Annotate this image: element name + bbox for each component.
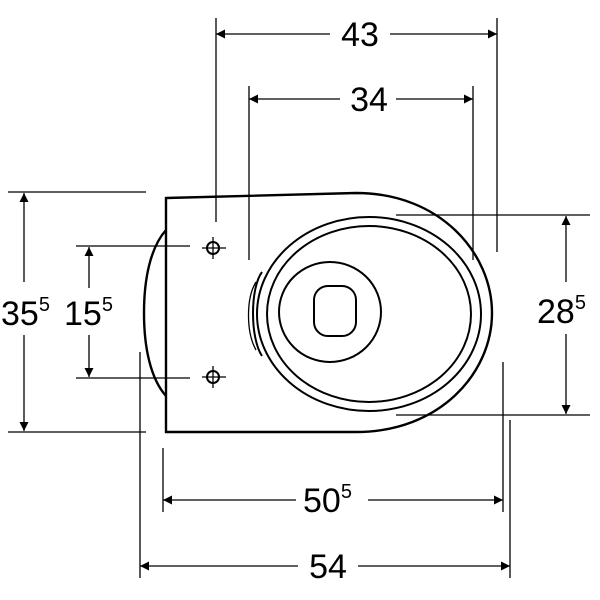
dim-label-seat-width: 34	[350, 81, 388, 119]
seat-outline	[256, 216, 482, 412]
dim-label-total-depth: 355	[1, 294, 50, 333]
dim-label-total-length: 54	[309, 548, 347, 586]
bowl-basin	[278, 261, 382, 363]
dim-bowl-depth: 285	[537, 216, 586, 414]
toilet-outer-outline	[164, 191, 494, 434]
dim-label-inner-length: 505	[303, 481, 352, 520]
fixing-hole-top	[202, 237, 226, 259]
seat-hinge-inner	[247, 281, 257, 351]
dim-seat-width: 34	[249, 81, 473, 119]
toilet-top-view	[142, 191, 494, 434]
dim-label-fixing-spacing: 155	[64, 294, 113, 333]
dim-total-depth: 355	[1, 193, 50, 431]
fixing-hole-bottom	[202, 366, 226, 388]
dim-inner-length: 505	[163, 481, 503, 520]
dim-label-top-width: 43	[341, 16, 379, 54]
dim-fixing-spacing: 155	[64, 247, 113, 377]
bowl-rim	[266, 225, 472, 403]
toilet-back-plate	[142, 229, 167, 397]
drain-outlet	[313, 285, 357, 337]
dim-top-width: 43	[216, 16, 497, 54]
dim-label-bowl-depth: 285	[537, 292, 586, 331]
seat-hinge	[252, 271, 263, 357]
dim-total-length: 54	[140, 548, 510, 586]
